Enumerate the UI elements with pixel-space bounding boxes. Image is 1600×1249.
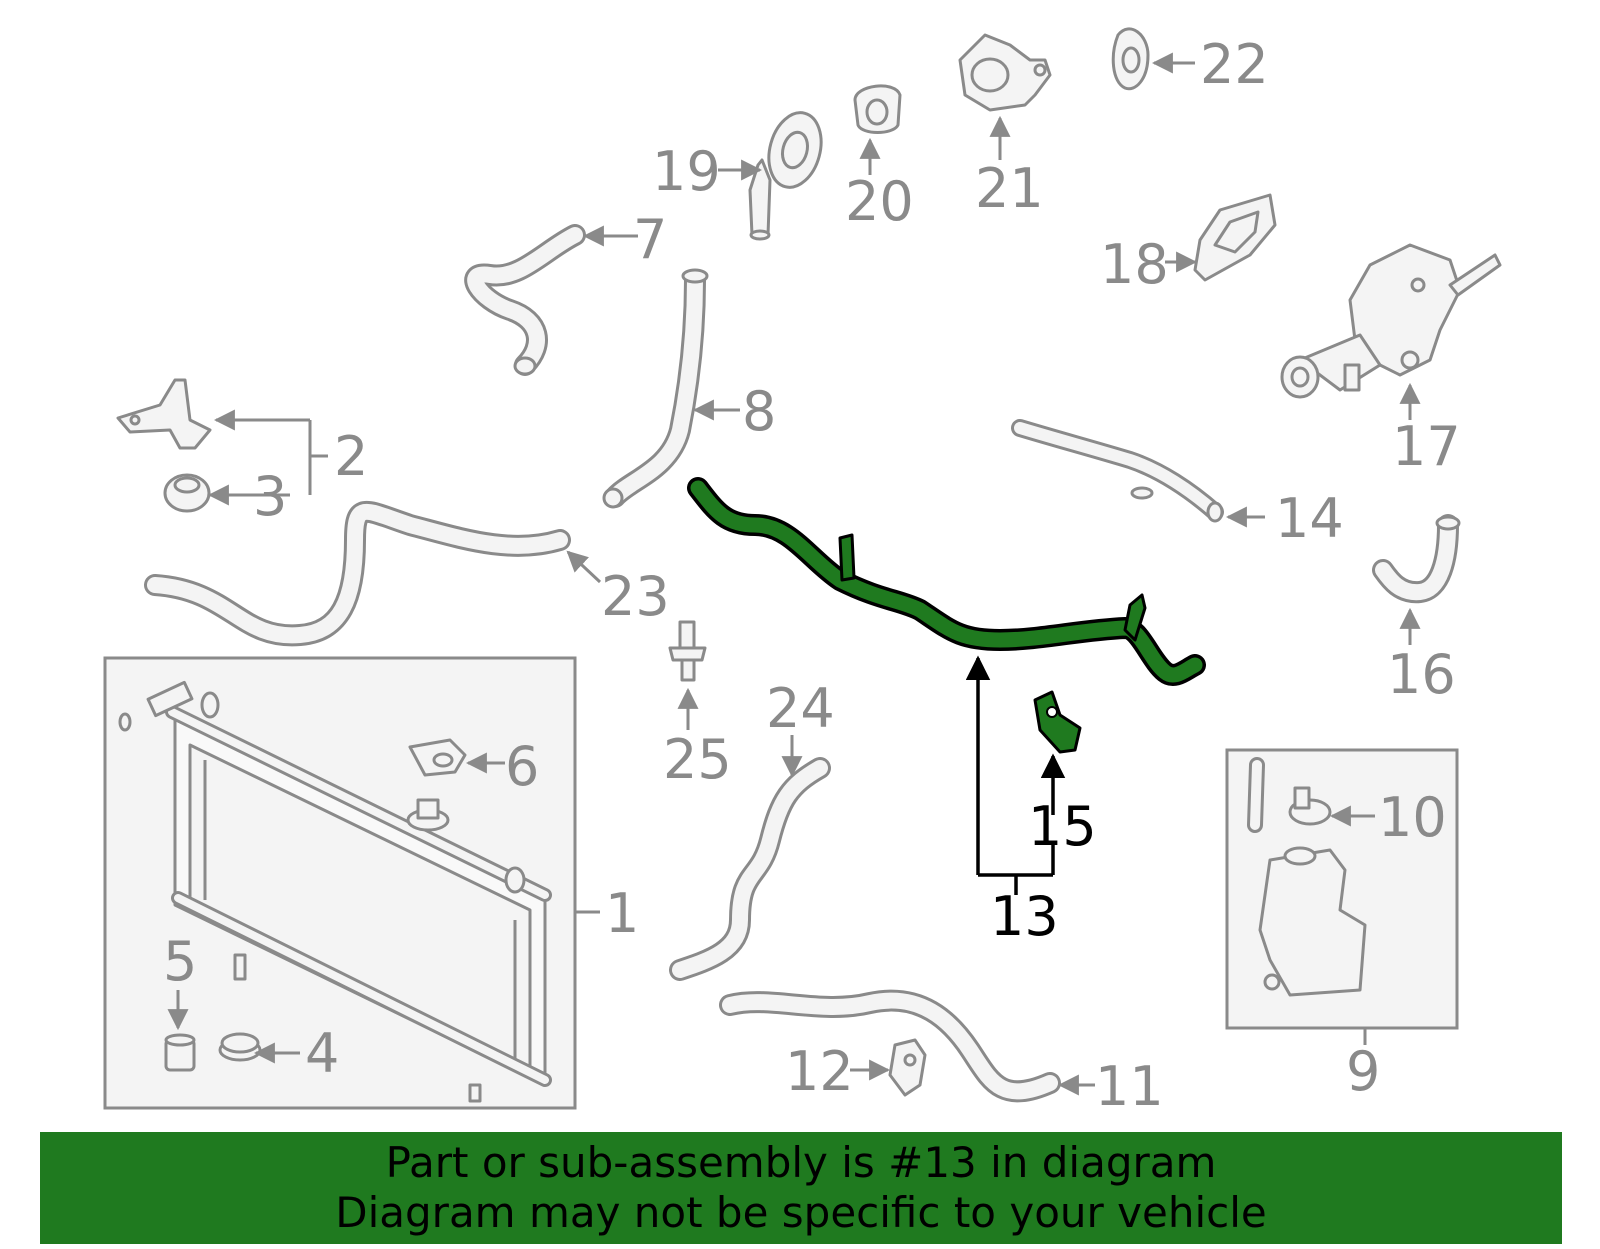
part-9-reservoir bbox=[1258, 846, 1367, 997]
banner-line-1: Part or sub-assembly is #13 in diagram bbox=[385, 1138, 1217, 1187]
reservoir-group[interactable]: 10 9 bbox=[1225, 748, 1459, 1103]
callout-12[interactable]: 12 bbox=[785, 1040, 854, 1103]
banner-line-2: Diagram may not be specific to your vehi… bbox=[335, 1188, 1267, 1237]
callout-16[interactable]: 16 bbox=[1387, 643, 1456, 706]
part-17-housing[interactable] bbox=[1280, 243, 1502, 399]
callout-10[interactable]: 10 bbox=[1378, 786, 1447, 849]
part-8-hose[interactable] bbox=[602, 268, 709, 509]
part-6-bracket[interactable] bbox=[408, 738, 467, 777]
callout-1[interactable]: 1 bbox=[605, 882, 639, 945]
part-10-cap bbox=[1247, 757, 1332, 833]
callout-20[interactable]: 20 bbox=[845, 170, 914, 233]
callout-14[interactable]: 14 bbox=[1275, 487, 1344, 550]
part-13-pipe-highlighted[interactable] bbox=[687, 477, 1206, 686]
callout-19[interactable]: 19 bbox=[652, 140, 721, 203]
callout-5[interactable]: 5 bbox=[163, 930, 197, 993]
part-21-housing[interactable] bbox=[958, 33, 1052, 112]
callout-4[interactable]: 4 bbox=[305, 1022, 339, 1085]
part-2-bracket[interactable] bbox=[116, 378, 212, 450]
part-24-hose[interactable] bbox=[669, 757, 831, 981]
callout-25[interactable]: 25 bbox=[663, 728, 732, 791]
info-banner: Part or sub-assembly is #13 in diagram D… bbox=[40, 1132, 1562, 1244]
part-7-hose[interactable] bbox=[464, 224, 586, 376]
part-15-bracket[interactable] bbox=[1033, 690, 1082, 754]
callout-23[interactable]: 23 bbox=[601, 565, 670, 628]
part-25-sensor[interactable] bbox=[668, 620, 707, 682]
part-14-pipe[interactable] bbox=[1011, 419, 1224, 523]
callout-2[interactable]: 2 bbox=[334, 425, 368, 488]
part-5-plug bbox=[164, 1033, 196, 1072]
callout-15[interactable]: 15 bbox=[1028, 795, 1097, 858]
part-20-cap[interactable] bbox=[853, 84, 902, 134]
part-18-gasket[interactable] bbox=[1193, 193, 1277, 282]
callout-6[interactable]: 6 bbox=[505, 735, 539, 798]
part-3-cushion[interactable] bbox=[163, 473, 211, 513]
callout-17[interactable]: 17 bbox=[1392, 415, 1461, 478]
callout-21[interactable]: 21 bbox=[975, 157, 1044, 220]
callout-9[interactable]: 9 bbox=[1346, 1040, 1380, 1103]
callout-13[interactable]: 13 bbox=[990, 885, 1059, 948]
part-16-hose[interactable] bbox=[1372, 514, 1461, 604]
callout-18[interactable]: 18 bbox=[1100, 233, 1169, 296]
callout-8[interactable]: 8 bbox=[742, 380, 776, 443]
callout-22[interactable]: 22 bbox=[1200, 33, 1269, 96]
part-12-clip[interactable] bbox=[888, 1038, 927, 1097]
radiator-group[interactable]: 1 5 4 bbox=[103, 656, 639, 1110]
callout-11[interactable]: 11 bbox=[1095, 1055, 1164, 1118]
part-23-hose[interactable] bbox=[144, 500, 571, 647]
part-19-elbow[interactable] bbox=[748, 107, 829, 241]
part-4-grommet bbox=[218, 1032, 262, 1062]
callout-7[interactable]: 7 bbox=[633, 208, 667, 271]
part-22-gasket[interactable] bbox=[1111, 27, 1150, 91]
callout-3[interactable]: 3 bbox=[253, 465, 287, 528]
part-11-hose[interactable] bbox=[719, 989, 1061, 1103]
callout-24[interactable]: 24 bbox=[766, 677, 835, 740]
radiator bbox=[118, 680, 552, 1103]
